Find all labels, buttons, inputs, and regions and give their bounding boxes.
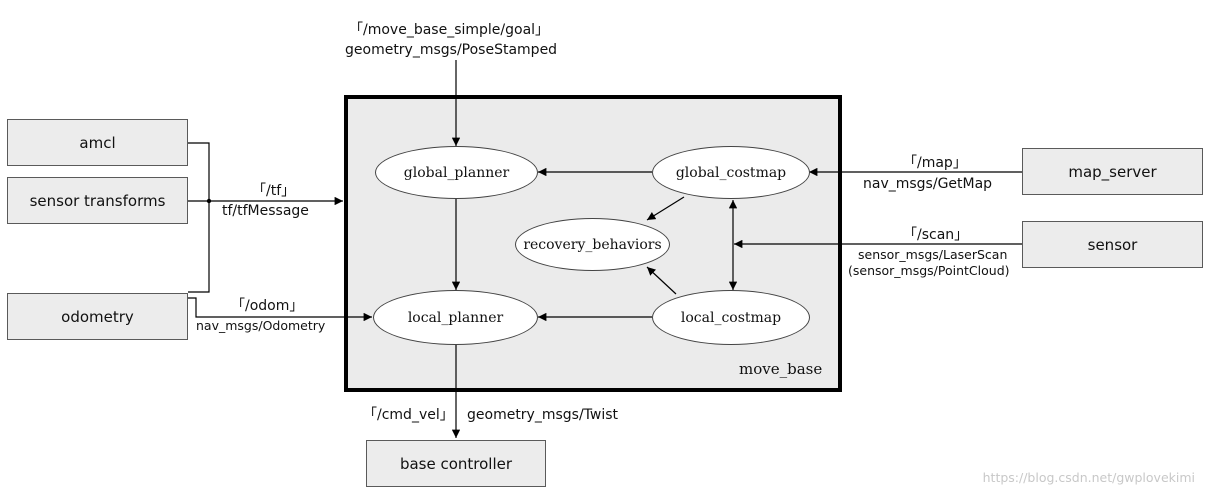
local-planner-label: local_planner — [407, 309, 504, 326]
amcl-label: amcl — [79, 133, 116, 152]
scan-topic-label: 「/scan」 — [903, 227, 969, 243]
map-type-label: nav_msgs/GetMap — [863, 176, 993, 192]
odom-type-label: nav_msgs/Odometry — [196, 318, 326, 333]
move-base-label: move_base — [739, 360, 823, 378]
edge-amcl-bus — [188, 142, 210, 293]
watermark-text: https://blog.csdn.net/gwplovekimi — [982, 470, 1195, 485]
local-planner-node: local_planner — [373, 290, 538, 345]
tf-topic-label: 「/tf」 — [252, 183, 296, 199]
cmd-vel-type-label: geometry_msgs/Twist — [467, 407, 619, 423]
edge-odom-to-local-planner — [188, 297, 372, 322]
map-server-label: map_server — [1068, 162, 1157, 181]
scan-type-alt-label: (sensor_msgs/PointCloud) — [848, 263, 1010, 278]
goal-topic-label: 「/move_base_simple/goal」 — [349, 22, 550, 38]
recovery-behaviors-node: recovery_behaviors — [515, 218, 670, 271]
sensor-transforms-box: sensor transforms — [7, 177, 188, 224]
edge-global-costmap-to-recovery — [646, 196, 685, 221]
recovery-behaviors-label: recovery_behaviors — [523, 236, 662, 253]
amcl-box: amcl — [7, 119, 188, 166]
odometry-label: odometry — [61, 307, 134, 326]
tf-type-label: tf/tfMessage — [222, 203, 309, 219]
local-costmap-node: local_costmap — [652, 290, 810, 345]
global-costmap-label: global_costmap — [675, 164, 787, 181]
tf-junction-dot — [206, 198, 212, 204]
edge-local-costmap-to-recovery — [646, 266, 677, 295]
sensor-box: sensor — [1022, 221, 1203, 268]
global-costmap-node: global_costmap — [652, 146, 810, 199]
global-planner-node: global_planner — [375, 146, 538, 199]
base-controller-label: base controller — [399, 454, 513, 473]
sensor-label: sensor — [1087, 235, 1138, 254]
odom-topic-label: 「/odom」 — [231, 298, 304, 314]
scan-type-label: sensor_msgs/LaserScan — [858, 247, 1008, 262]
odometry-box: odometry — [7, 293, 188, 340]
local-costmap-label: local_costmap — [680, 309, 782, 326]
map-topic-label: 「/map」 — [903, 155, 967, 171]
base-controller-box: base controller — [366, 440, 546, 487]
map-server-box: map_server — [1022, 148, 1203, 195]
goal-type-label: geometry_msgs/PoseStamped — [345, 42, 558, 58]
global-planner-label: global_planner — [403, 164, 510, 181]
cmd-vel-topic-label: 「/cmd_vel」 — [363, 407, 454, 423]
sensor-transforms-label: sensor transforms — [29, 191, 166, 210]
